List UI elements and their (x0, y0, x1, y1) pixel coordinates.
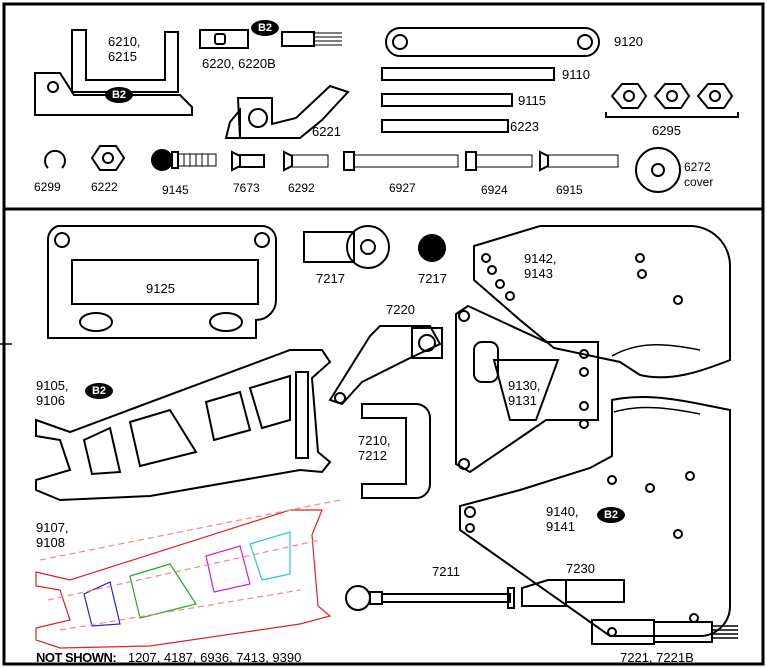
label-9140: 9140, 9141 (546, 504, 579, 534)
label-6292: 6292 (288, 181, 315, 195)
label-6927: 6927 (389, 181, 416, 195)
label-6295: 6295 (652, 123, 681, 138)
b2-badge-icon: B2 (596, 506, 626, 524)
label-9142: 9142, 9143 (524, 251, 557, 281)
part-7221-rod-end (591, 619, 738, 645)
label-9110: 9110 (562, 67, 590, 82)
part-6220-rod-end (199, 29, 342, 49)
label-7211: 7211 (432, 564, 460, 579)
not-shown-note: NOT SHOWN: 1207, 4187, 6936, 7413, 9390 (36, 650, 301, 665)
part-9110-shaft (381, 67, 555, 81)
label-7217-spacer: 7217 (316, 271, 345, 286)
label-6220: 6220, 6220B (202, 56, 276, 71)
part-9120-link (385, 27, 600, 57)
label-6299: 6299 (34, 180, 61, 194)
label-6221: 6221 (312, 124, 341, 139)
part-7673-screw (231, 150, 265, 172)
label-9130: 9130, 9131 (508, 378, 541, 408)
part-9125-bulkhead (47, 225, 277, 339)
part-9105-arm (35, 349, 332, 502)
not-shown-items: 1207, 4187, 6936, 7413, 9390 (127, 650, 302, 665)
label-9145: 9145 (162, 183, 189, 197)
label-9115: 9115 (518, 93, 546, 108)
label-9105: 9105, 9106 (36, 378, 69, 408)
label-6272: 6272 cover (684, 160, 714, 189)
part-6299-e-clip (44, 149, 66, 169)
label-7210: 7210, 7212 (358, 433, 391, 463)
part-9107-arm (35, 499, 341, 649)
not-shown-label: NOT SHOWN: (36, 650, 117, 665)
part-9145-ball (151, 149, 217, 171)
part-6272-cover (635, 147, 681, 193)
label-6223: 6223 (510, 119, 539, 134)
part-6292-screw (283, 150, 329, 172)
part-7210-bracket (361, 403, 431, 499)
label-6210: 6210, 6215 (108, 34, 141, 64)
label-6222: 6222 (91, 180, 118, 194)
b2-badge-icon: B2 (84, 382, 114, 400)
part-6915-screw (539, 150, 619, 172)
label-7673: 7673 (233, 181, 260, 195)
part-6924-screw (465, 151, 533, 171)
label-6924: 6924 (481, 183, 508, 197)
part-6295-nuts (605, 83, 739, 118)
label-7217-ball: 7217 (418, 271, 447, 286)
part-7217-spacer (303, 225, 390, 269)
label-9120: 9120 (614, 34, 643, 49)
part-9142-plate (473, 225, 731, 379)
part-7230-end (521, 579, 625, 607)
part-9130-plate (455, 304, 599, 474)
part-7217-ball (418, 234, 446, 262)
label-7220: 7220 (386, 302, 415, 317)
part-7211-pin (345, 585, 515, 611)
part-9115-shaft (381, 93, 513, 107)
part-6221-arm (224, 84, 350, 139)
part-6222-nut (90, 145, 126, 171)
label-6915: 6915 (556, 183, 583, 197)
label-9107: 9107, 9108 (36, 520, 69, 550)
label-9125: 9125 (146, 281, 175, 296)
label-7221: 7221, 7221B (620, 650, 694, 665)
b2-badge-icon: B2 (250, 19, 280, 37)
label-7230: 7230 (566, 561, 595, 576)
b2-badge-icon: B2 (104, 86, 134, 104)
part-6223-shaft (381, 119, 509, 133)
part-9140-plate (459, 396, 731, 637)
part-7220-arm (328, 325, 443, 406)
part-6927-screw (343, 151, 459, 171)
